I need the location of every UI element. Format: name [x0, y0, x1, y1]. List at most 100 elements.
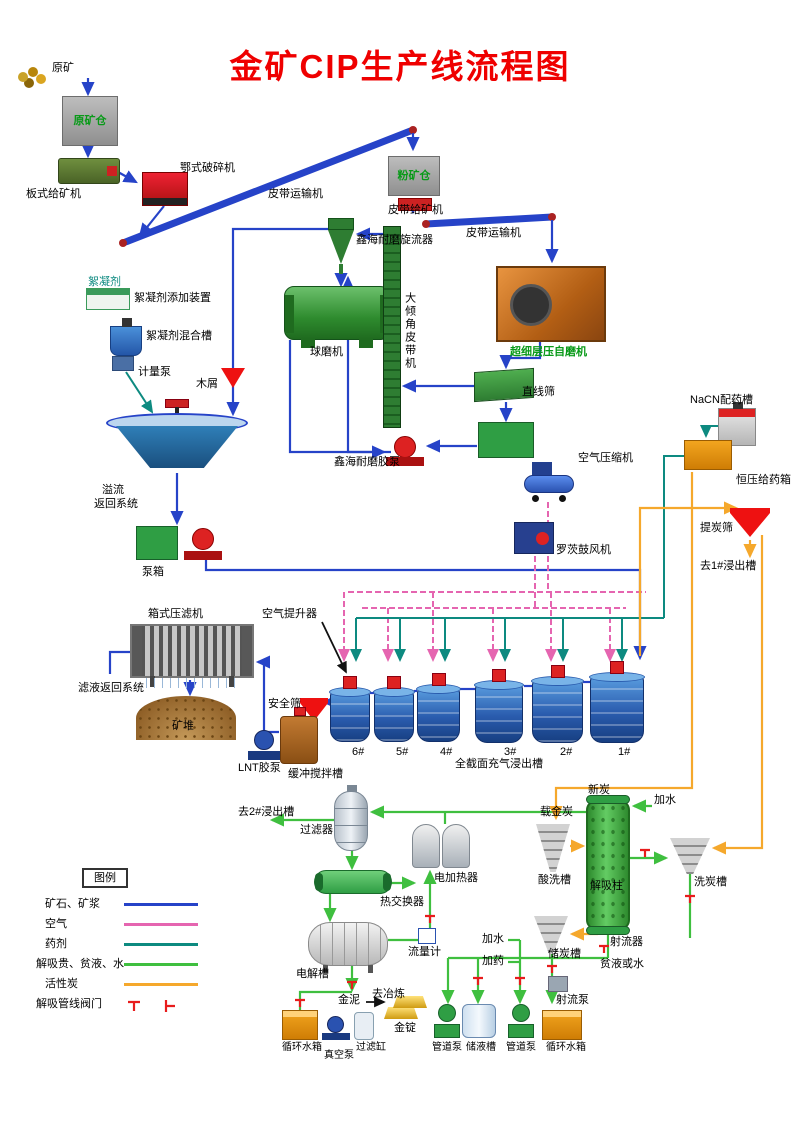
cyclone	[328, 218, 354, 274]
tank-top-stripe	[543, 1011, 581, 1017]
legend-label-reagent: 药剂	[45, 938, 67, 950]
leach-tank-1	[589, 661, 645, 743]
hx-cap	[383, 873, 391, 891]
add-reagent-label: 加药	[482, 955, 504, 967]
autogenous-mill-device	[496, 266, 606, 342]
tank-body	[329, 687, 371, 742]
circ-water-tank-left-device	[282, 1010, 318, 1040]
ingot	[393, 996, 427, 1008]
ingot	[384, 1007, 418, 1019]
tank-motor	[492, 669, 506, 682]
roots-blower-device	[514, 522, 554, 554]
legend-label-ore: 矿石、矿浆	[45, 898, 100, 910]
compressor-wheel	[532, 495, 539, 502]
leach-tank-3	[474, 669, 524, 743]
screen-cone	[730, 513, 770, 537]
tank-1-label: 1#	[618, 746, 631, 758]
pump-box-label: 泵箱	[142, 566, 164, 578]
tank-top-stripe	[283, 1011, 317, 1017]
liquid-storage-label: 储液槽	[466, 1042, 496, 1053]
carbon-screen-device	[730, 508, 770, 538]
tank-motor	[610, 661, 624, 674]
jet-pump-label: 射流泵	[556, 994, 589, 1006]
tank-body	[531, 676, 584, 743]
air-compressor-device	[524, 462, 574, 502]
compressor-motor	[532, 462, 552, 476]
tank-motor	[431, 673, 446, 686]
carbon-storage-label: 储炭槽	[548, 948, 581, 960]
nacn-tank-label: NaCN配药槽	[690, 394, 753, 406]
column-bottom-cap	[586, 926, 630, 935]
mill-drum	[510, 284, 552, 326]
pipe-pump-right-device	[508, 1004, 534, 1038]
pump-volute	[327, 1016, 344, 1033]
compressor-tank	[524, 475, 574, 493]
carbon-screen-label: 提炭筛	[700, 522, 733, 534]
adder-top	[87, 289, 129, 295]
jet-device-label: 射流器	[610, 936, 643, 948]
mill-trunnion-left	[285, 295, 294, 333]
filter-press-label: 箱式压滤机	[148, 608, 203, 620]
valve-icons	[128, 848, 695, 1012]
press-drips	[146, 678, 242, 688]
pump-box-device	[136, 526, 178, 560]
tank-motor	[387, 676, 401, 689]
heat-exchanger-label: 热交换器	[380, 896, 424, 908]
flocculant-label: 絮凝剂	[88, 276, 121, 288]
legend-label-air: 空气	[45, 918, 67, 930]
linear-screen-label: 直线筛	[522, 386, 555, 398]
blower-rotor	[536, 532, 549, 545]
lnt-pump-label: LNT胶泵	[238, 762, 281, 774]
tank-2-label: 2#	[560, 746, 573, 758]
tank-3-label: 3#	[504, 746, 517, 758]
roots-blower-label: 罗茨鼓风机	[556, 544, 611, 556]
pump-volute	[438, 1004, 456, 1022]
raw-ore-bin-label: 原矿仓	[73, 114, 107, 127]
belt-feeder-label: 皮带给矿机	[388, 204, 443, 216]
dosing-box-label: 恒压给药箱	[736, 474, 791, 486]
pump-volute	[512, 1004, 530, 1022]
filter-press-device	[130, 624, 254, 688]
fine-ore-bin-label: 粉矿仓	[397, 169, 431, 182]
pump-base	[434, 1024, 460, 1038]
tank-4-label: 4#	[440, 746, 453, 758]
electrolysis-cell-device	[308, 922, 388, 973]
ore-pile-label: 矿堆	[172, 720, 194, 732]
cell-leg	[368, 965, 373, 973]
jaw-crusher-label: 鄂式破碎机	[180, 162, 235, 174]
flocculant-mixer-tank	[110, 318, 142, 356]
circ-water-left-label: 循环水箱	[282, 1042, 322, 1053]
pump-volute	[254, 730, 274, 750]
cyclone-top	[328, 218, 354, 230]
leach-tank-4	[416, 673, 461, 742]
tank-body	[416, 684, 461, 742]
compressor-wheel	[559, 495, 566, 502]
nacn-tank-top	[719, 409, 755, 417]
cell-leg	[323, 965, 328, 973]
buffer-motor	[294, 707, 306, 716]
nacn-tank-device	[718, 402, 756, 446]
flocculant-adder-label: 絮凝剂添加装置	[134, 292, 211, 304]
liquid-storage-device	[462, 1004, 496, 1038]
electrolysis-cell-label: 电解槽	[296, 968, 329, 980]
circ-water-right-label: 循环水箱	[546, 1042, 586, 1053]
carbon-wash-label: 洗炭槽	[694, 876, 727, 888]
slurry-pump-label: 鑫海耐磨胶泵	[334, 456, 400, 468]
incline-belt-device	[383, 226, 401, 428]
mill-leg-left	[301, 339, 315, 348]
plate-feeder-label: 板式给矿机	[26, 188, 81, 200]
air-lifter-label: 空气提升器	[262, 608, 317, 620]
thickener-body	[116, 426, 238, 468]
flocculant-adder-device	[86, 288, 130, 310]
buffer-tank-label: 缓冲搅拌槽	[288, 768, 343, 780]
desorption-column-device	[586, 795, 630, 935]
desorption-column-label: 解吸柱	[590, 880, 623, 892]
flow-meter-device	[418, 928, 436, 944]
pump-box-pump	[184, 526, 222, 560]
raw-ore-icon	[18, 72, 28, 82]
pump-volute	[394, 436, 416, 458]
add-water-mid-label: 加水	[482, 933, 504, 945]
pipe-pump-left-device	[434, 1004, 460, 1038]
press-tail	[242, 626, 252, 676]
